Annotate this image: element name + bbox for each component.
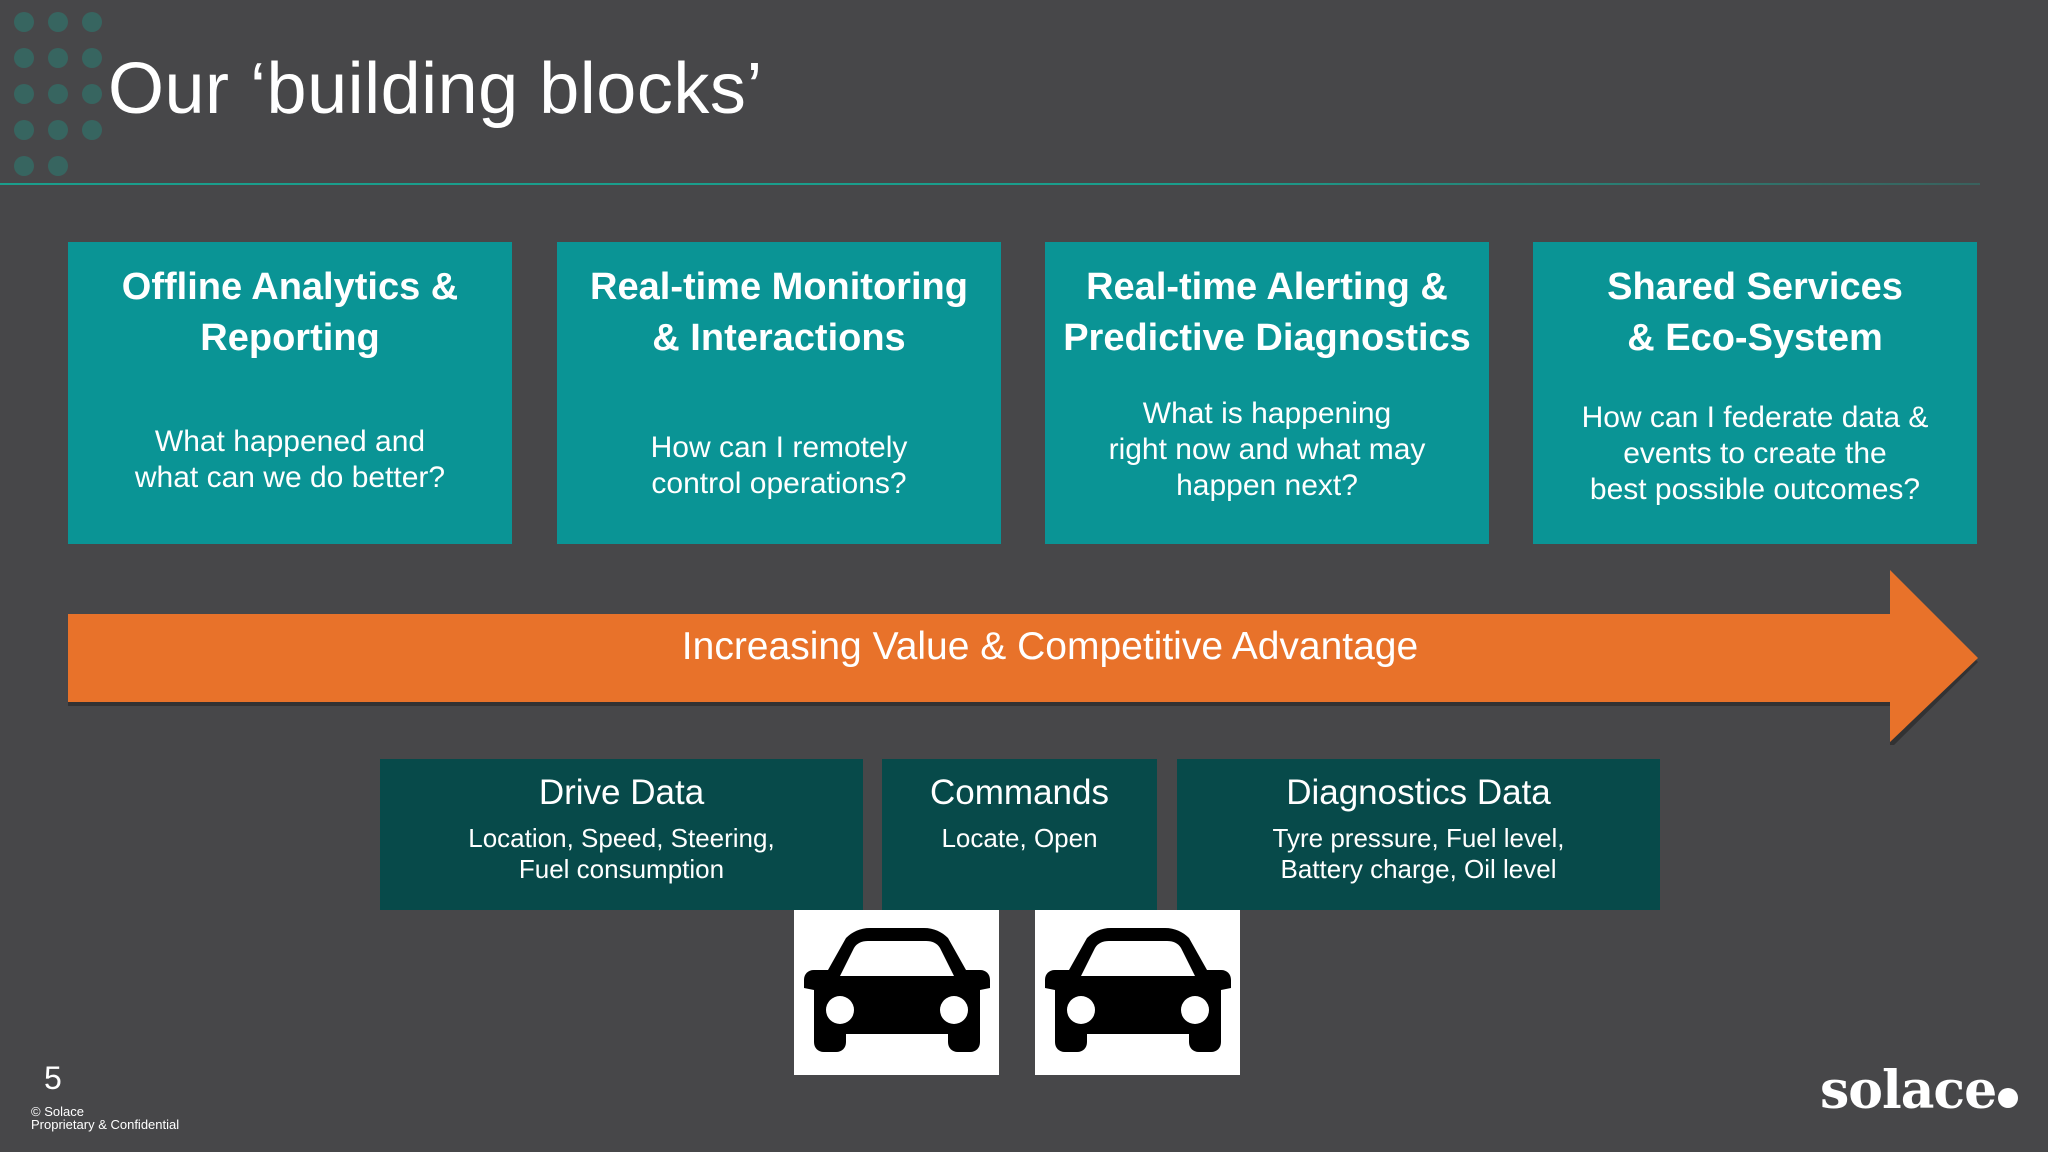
- building-block-realtime-monitoring: Real-time Monitoring & Interactions How …: [557, 242, 1001, 544]
- value-arrow: [68, 570, 1978, 745]
- car-icon: [1045, 928, 1231, 1052]
- block-question: How can I federate data & events to crea…: [1581, 401, 1929, 506]
- block-question: What is happening right now and what may…: [1108, 397, 1426, 502]
- decorative-dot-pattern: [14, 12, 102, 176]
- solace-logo: solace: [1820, 1060, 2019, 1121]
- data-box-detail: Location, Speed, Steering, Fuel consumpt…: [468, 823, 775, 884]
- data-box-title: Drive Data: [538, 773, 705, 812]
- data-box-title: Diagnostics Data: [1286, 773, 1551, 812]
- data-box-detail: Locate, Open: [941, 823, 1098, 853]
- block-title: Real-time Monitoring & Interactions: [590, 266, 968, 359]
- block-question: What happened and what can we do better?: [134, 425, 446, 494]
- copyright-notice: © Solace Proprietary & Confidential: [31, 1104, 180, 1132]
- block-title: Offline Analytics & Reporting: [121, 266, 459, 359]
- block-title: Shared Services & Eco-System: [1607, 266, 1903, 359]
- arrow-label: Increasing Value & Competitive Advantage: [681, 625, 1419, 668]
- car-icon: [794, 910, 999, 1075]
- car-icon: [804, 928, 990, 1052]
- slide-title: Our ‘building blocks’: [108, 49, 763, 129]
- data-box-drive-data: Drive Data Location, Speed, Steering, Fu…: [380, 759, 863, 910]
- building-block-realtime-alerting: Real-time Alerting & Predictive Diagnost…: [1045, 242, 1489, 544]
- building-block-offline-analytics: Offline Analytics & Reporting What happe…: [68, 242, 512, 544]
- data-box-diagnostics-data: Diagnostics Data Tyre pressure, Fuel lev…: [1177, 759, 1660, 910]
- data-box-commands: Commands Locate, Open: [882, 759, 1157, 910]
- car-icon: [1035, 910, 1240, 1075]
- title-divider: [0, 183, 1980, 185]
- building-block-shared-services: Shared Services & Eco-System How can I f…: [1533, 242, 1977, 544]
- logo-dot-icon: [1998, 1088, 2019, 1108]
- block-question: How can I remotely control operations?: [650, 431, 908, 500]
- data-box-detail: Tyre pressure, Fuel level, Battery charg…: [1272, 823, 1565, 884]
- block-title: Real-time Alerting & Predictive Diagnost…: [1063, 266, 1471, 359]
- data-box-title: Commands: [930, 773, 1109, 812]
- page-number: 5: [44, 1060, 62, 1096]
